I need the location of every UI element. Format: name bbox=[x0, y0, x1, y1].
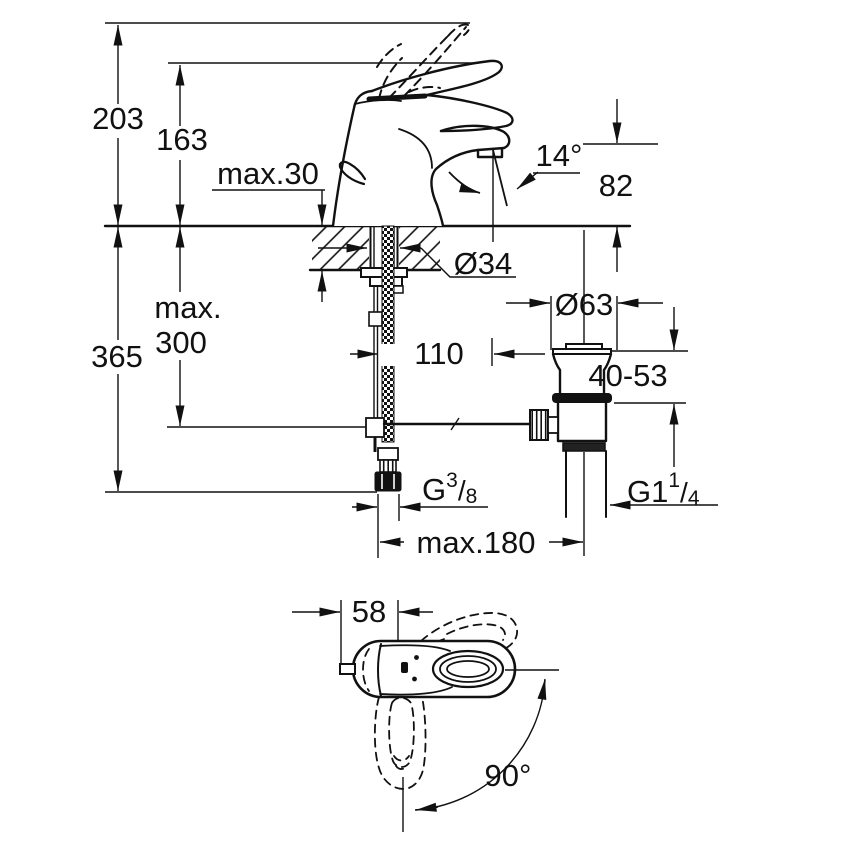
reference-lines bbox=[105, 22, 688, 493]
dimension-g38: G3/8 bbox=[352, 469, 488, 558]
cartridge-ring bbox=[354, 99, 402, 105]
dimension-82: 82 bbox=[599, 99, 633, 272]
dim-body-front-offset: 58 bbox=[352, 594, 386, 629]
handle-lever-loop bbox=[425, 93, 514, 133]
rod-break-mark bbox=[450, 417, 460, 431]
waste-knob-stem bbox=[547, 416, 559, 434]
spout-underside bbox=[430, 148, 480, 228]
label-waste-connection: G11/4 bbox=[627, 469, 700, 510]
dimension-163: 163 bbox=[154, 65, 208, 225]
supply-hose bbox=[381, 225, 395, 443]
waste-body bbox=[556, 401, 608, 443]
handle-raised-dashed bbox=[376, 23, 471, 100]
handle-top-view bbox=[339, 639, 559, 699]
dimension-203: 203 bbox=[90, 25, 146, 225]
dimension-dia34: Ø34 bbox=[318, 243, 516, 281]
waste-o-ring bbox=[552, 393, 612, 403]
handle-lever-top bbox=[370, 59, 503, 97]
hose-ferrule bbox=[379, 459, 397, 473]
g38-connector-nut bbox=[374, 471, 402, 492]
dim-overall-height: 203 bbox=[92, 101, 144, 136]
dimension-dia63: Ø63 bbox=[506, 287, 663, 350]
under-counter-assembly bbox=[360, 225, 532, 492]
waste-neck bbox=[551, 352, 613, 395]
dim-hole-diameter: Ø34 bbox=[454, 246, 513, 281]
dim-spout-reach: 110 bbox=[414, 336, 463, 371]
lever-loop-inner bbox=[446, 660, 490, 678]
dimension-365: 365 bbox=[88, 227, 148, 491]
spout-angle-group bbox=[448, 149, 508, 242]
dim-handle-swivel-angle: 90° bbox=[485, 758, 532, 793]
dimension-90deg: 90° bbox=[414, 678, 547, 812]
dimension-max180: max.180 bbox=[380, 525, 583, 560]
handle-body-joint bbox=[366, 93, 428, 102]
top-view: 58 bbox=[292, 594, 559, 832]
dim-spout-top-height: 163 bbox=[156, 122, 208, 157]
dim-hose-length-below: 365 bbox=[91, 339, 143, 374]
swivel-arc bbox=[414, 679, 546, 811]
spout-top bbox=[439, 124, 511, 150]
lever-neck-edge bbox=[377, 643, 382, 697]
body-left-edge bbox=[331, 89, 374, 228]
rod-clamp bbox=[365, 417, 385, 438]
handle-swung-down-dashed bbox=[373, 696, 427, 832]
dim-waste-clamping-range: 40-53 bbox=[588, 358, 667, 393]
pop-up-knob bbox=[338, 160, 367, 186]
waste-assembly bbox=[529, 230, 613, 556]
hose-collar bbox=[377, 447, 399, 461]
faucet-body bbox=[331, 59, 514, 228]
body-inner-contour bbox=[398, 128, 433, 169]
aerator bbox=[476, 146, 506, 159]
waste-slip-nut bbox=[562, 442, 606, 452]
dim-deck-thickness: max.30 bbox=[217, 156, 319, 191]
dim-below-deck-max-prefix: max. bbox=[154, 290, 221, 325]
stream-direction-arrow bbox=[448, 171, 481, 194]
waste-plug-rim bbox=[552, 348, 612, 355]
center-mark bbox=[401, 662, 408, 673]
lever-loop-outer bbox=[431, 649, 505, 689]
side-view: 203 163 max.30 14° 82 Ø3 bbox=[88, 22, 718, 560]
label-supply-connection: G3/8 bbox=[422, 469, 477, 508]
dimension-14deg: 14° bbox=[516, 138, 583, 190]
dim-below-deck-max-value: 300 bbox=[155, 325, 207, 360]
dim-waste-flange-diameter: Ø63 bbox=[555, 287, 614, 322]
dimension-40-53: 40-53 bbox=[588, 307, 679, 467]
dim-spout-angle: 14° bbox=[536, 138, 583, 173]
dim-connection-spread: max.180 bbox=[417, 525, 536, 560]
rod-guide bbox=[368, 311, 383, 327]
counter-section bbox=[103, 224, 632, 272]
dimension-max30: max.30 bbox=[212, 156, 327, 302]
waste-adjust-knob bbox=[529, 409, 549, 441]
lever-loop-mid bbox=[439, 655, 497, 683]
stream-angled-line bbox=[492, 149, 508, 207]
spout-stub bbox=[339, 663, 356, 675]
dimension-max300: max. 300 bbox=[147, 227, 229, 426]
hidden-body-arc bbox=[362, 648, 370, 692]
dimension-110: 110 bbox=[350, 336, 545, 371]
dimension-g114: G11/4 bbox=[610, 469, 718, 510]
dim-spout-outlet-height: 82 bbox=[599, 168, 633, 203]
